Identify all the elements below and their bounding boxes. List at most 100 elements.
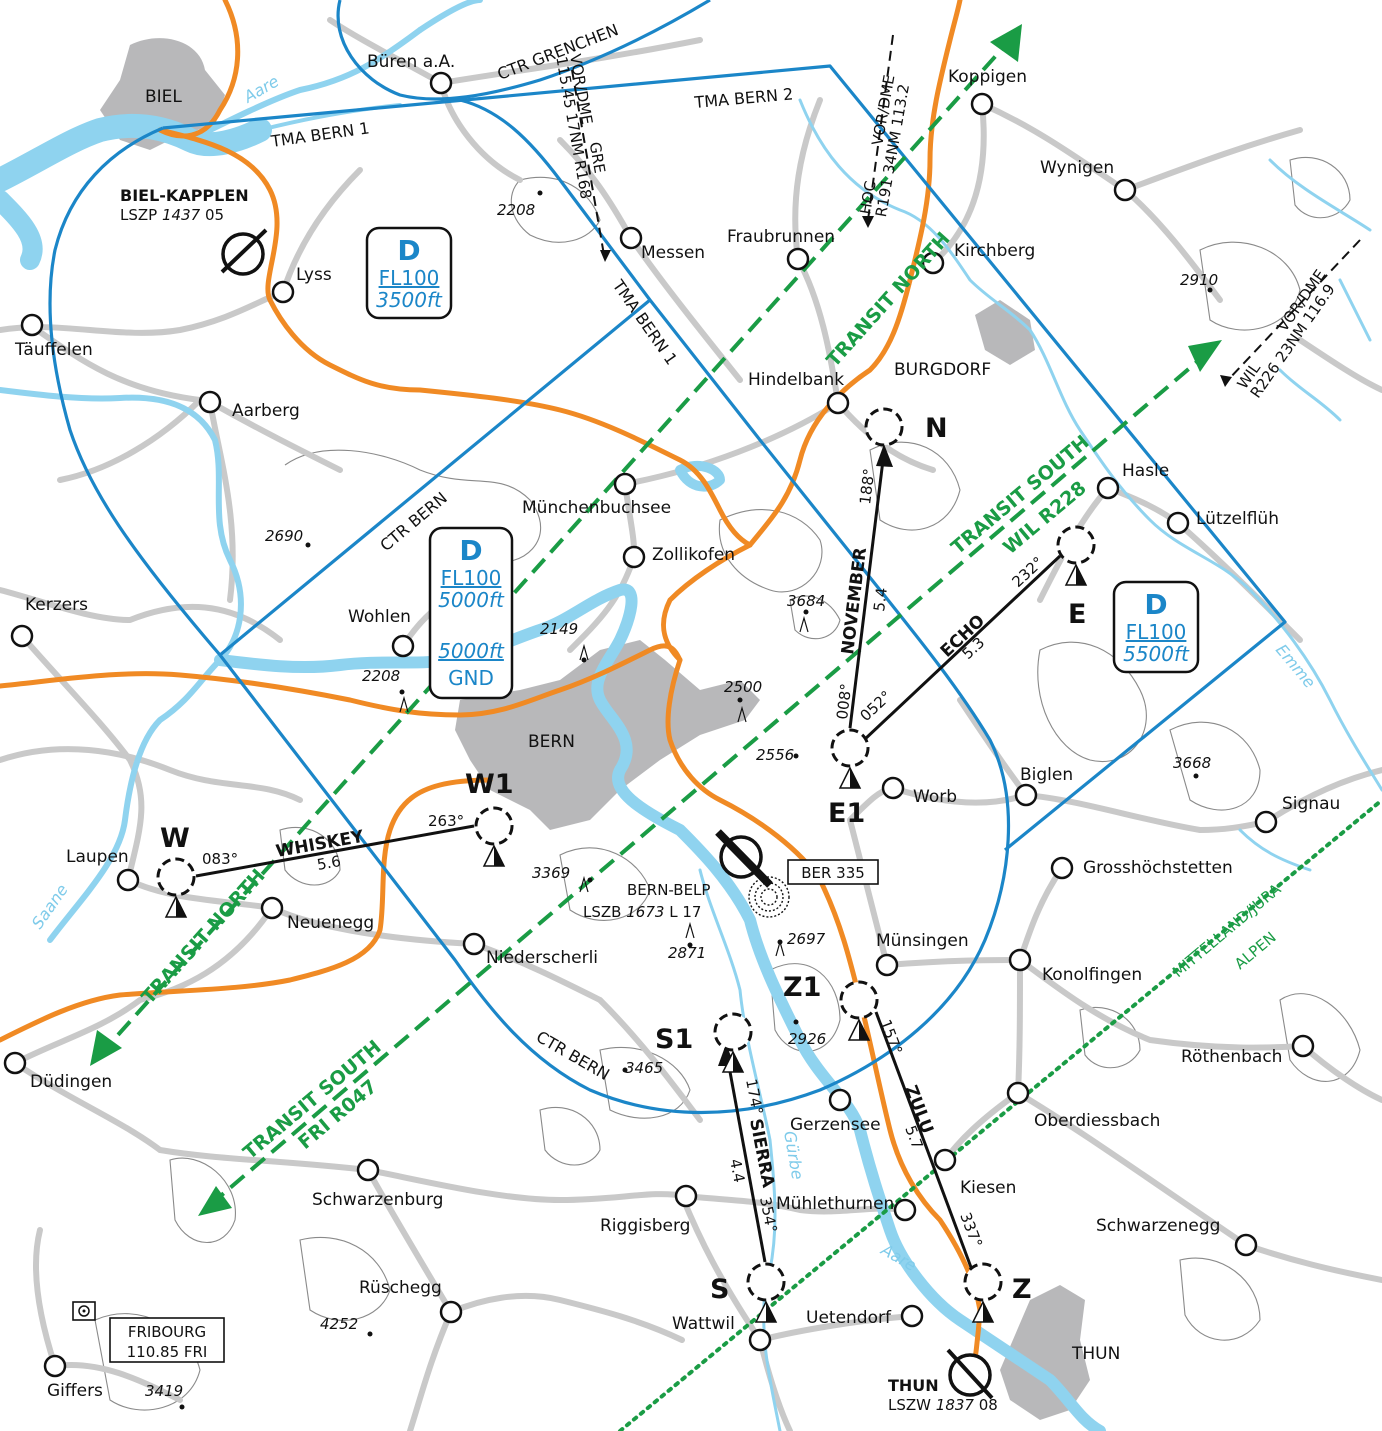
- place-label-giffers: Giffers: [47, 1381, 103, 1401]
- place-marker-worb[interactable]: [881, 776, 905, 800]
- airport-biel-label: BIEL-KAPPLEN LSZP 1437 05: [120, 186, 249, 224]
- elevation-label: 2208: [497, 201, 535, 219]
- reporting-points-layer: [156, 407, 1096, 1323]
- vfr-routes: [195, 451, 1062, 1271]
- place-label-biglen: Biglen: [1020, 765, 1073, 785]
- place-marker-konolfingen[interactable]: [1008, 948, 1032, 972]
- reporting-point-w[interactable]: [156, 857, 196, 918]
- place-marker-wynigen[interactable]: [1113, 178, 1137, 202]
- place-marker-uetendorf[interactable]: [900, 1304, 924, 1328]
- place-marker-grosshoechstetten[interactable]: [1050, 856, 1074, 880]
- place-marker-duedingen[interactable]: [3, 1051, 27, 1075]
- place-marker-bueren[interactable]: [429, 71, 453, 95]
- rp-label-s1: S1: [655, 1024, 693, 1055]
- place-label-wynigen: Wynigen: [1040, 158, 1114, 178]
- elevation-label: 3684: [787, 592, 825, 610]
- rp-marker: [156, 857, 196, 897]
- place-marker-taeuffelen[interactable]: [20, 313, 44, 337]
- place-marker-fraubrunnen[interactable]: [786, 247, 810, 271]
- airspace-box-d1: D FL100 3500ft: [365, 226, 453, 320]
- rp-marker: [1056, 525, 1096, 565]
- place-label-kiesen: Kiesen: [960, 1178, 1016, 1198]
- reporting-point-s1[interactable]: [713, 1012, 753, 1073]
- place-marker-laupen[interactable]: [116, 868, 140, 892]
- place-label-burgdorf: BURGDORF: [894, 360, 991, 380]
- place-marker-muehlethurnen[interactable]: [893, 1198, 917, 1222]
- rp-label-z1: Z1: [783, 972, 821, 1003]
- place-label-zollikofen: Zollikofen: [652, 545, 735, 565]
- place-marker-biglen[interactable]: [1014, 783, 1038, 807]
- place-marker-schwarzenburg[interactable]: [356, 1158, 380, 1182]
- ndb-ber-symbol: [748, 876, 790, 918]
- place-label-laupen: Laupen: [66, 847, 129, 867]
- place-label-rueschegg: Rüschegg: [359, 1278, 442, 1298]
- place-label-hasle: Hasle: [1122, 461, 1169, 481]
- place-marker-kerzers[interactable]: [10, 624, 34, 648]
- place-label-biel: BIEL: [145, 87, 182, 107]
- gre-radial-line: [571, 34, 1361, 381]
- place-label-niederscherli: Niederscherli: [486, 948, 598, 968]
- elevation-dots: [179, 190, 1213, 1410]
- place-marker-signau[interactable]: [1254, 810, 1278, 834]
- rp-marker: [864, 407, 904, 447]
- place-marker-kiesen[interactable]: [933, 1148, 957, 1172]
- airport-biel-kapplen-symbol[interactable]: [220, 228, 268, 276]
- place-marker-neuenegg[interactable]: [260, 896, 284, 920]
- place-marker-hasle[interactable]: [1096, 476, 1120, 500]
- elevation-label: 3465: [625, 1059, 663, 1077]
- place-marker-wattwil[interactable]: [748, 1328, 772, 1352]
- place-marker-muensingen[interactable]: [875, 953, 899, 977]
- place-marker-luetzelflueh[interactable]: [1166, 511, 1190, 535]
- place-marker-koppigen[interactable]: [970, 92, 994, 116]
- upper-limit: FL100: [1126, 620, 1187, 644]
- compulsory-triangle-fill: [766, 1302, 776, 1322]
- place-marker-zollikofen[interactable]: [622, 545, 646, 569]
- reporting-point-n[interactable]: [864, 407, 904, 447]
- reporting-point-e1[interactable]: [830, 728, 870, 789]
- place-marker-gerzensee[interactable]: [828, 1088, 852, 1112]
- place-marker-niederscherli[interactable]: [462, 932, 486, 956]
- elevation-dot: [737, 697, 743, 703]
- reporting-point-z[interactable]: [963, 1262, 1003, 1323]
- place-marker-oberdiessbach[interactable]: [1006, 1081, 1030, 1105]
- elevation-label: 2926: [788, 1030, 826, 1048]
- reporting-point-w1[interactable]: [474, 806, 514, 867]
- reporting-point-s[interactable]: [746, 1262, 786, 1323]
- reporting-point-z1[interactable]: [839, 980, 879, 1041]
- place-marker-aarberg[interactable]: [198, 390, 222, 414]
- elevation-dot: [793, 1019, 799, 1025]
- route-bearing-in: 263°: [428, 812, 464, 830]
- place-marker-schwarzenegg[interactable]: [1234, 1233, 1258, 1257]
- airspace-box-d3: D FL100 5500ft: [1112, 580, 1200, 674]
- place-label-wohlen: Wohlen: [348, 607, 411, 627]
- rp-label-e1: E1: [828, 798, 865, 829]
- place-marker-messen[interactable]: [619, 226, 643, 250]
- place-marker-wohlen[interactable]: [391, 634, 415, 658]
- place-marker-riggisberg[interactable]: [674, 1184, 698, 1208]
- elevation-label: 2149: [540, 620, 578, 638]
- place-label-schwarzenegg: Schwarzenegg: [1096, 1216, 1220, 1236]
- airport-thun-symbol[interactable]: [946, 1348, 994, 1400]
- elevation-label: 3419: [145, 1382, 183, 1400]
- airspace-box-d2: D FL100 5000ft 5000ft GND: [428, 526, 514, 700]
- elevation-label: 2871: [668, 944, 706, 962]
- place-marker-lyss[interactable]: [271, 280, 295, 304]
- svg-text:GRE: GRE: [586, 141, 609, 175]
- place-marker-hindelbank[interactable]: [826, 391, 850, 415]
- place-marker-kirchberg[interactable]: [921, 251, 945, 275]
- airport-bern-belp-symbol[interactable]: [715, 829, 773, 888]
- compulsory-triangle-fill: [850, 768, 860, 788]
- place-marker-rueschegg[interactable]: [439, 1300, 463, 1324]
- elevation-dot: [179, 1404, 185, 1410]
- place-label-schwarzenburg: Schwarzenburg: [312, 1190, 443, 1210]
- place-label-riggisberg: Riggisberg: [600, 1216, 690, 1236]
- place-marker-roethenbach[interactable]: [1291, 1034, 1315, 1058]
- place-label-gerzensee: Gerzensee: [790, 1115, 881, 1135]
- place-marker-giffers[interactable]: [43, 1354, 67, 1378]
- compulsory-triangle-fill: [176, 897, 186, 917]
- reporting-point-e[interactable]: [1056, 525, 1096, 586]
- place-marker-muenchenbuchsee[interactable]: [613, 472, 637, 496]
- elevation-dot: [622, 1067, 628, 1073]
- place-label-signau: Signau: [1282, 794, 1340, 814]
